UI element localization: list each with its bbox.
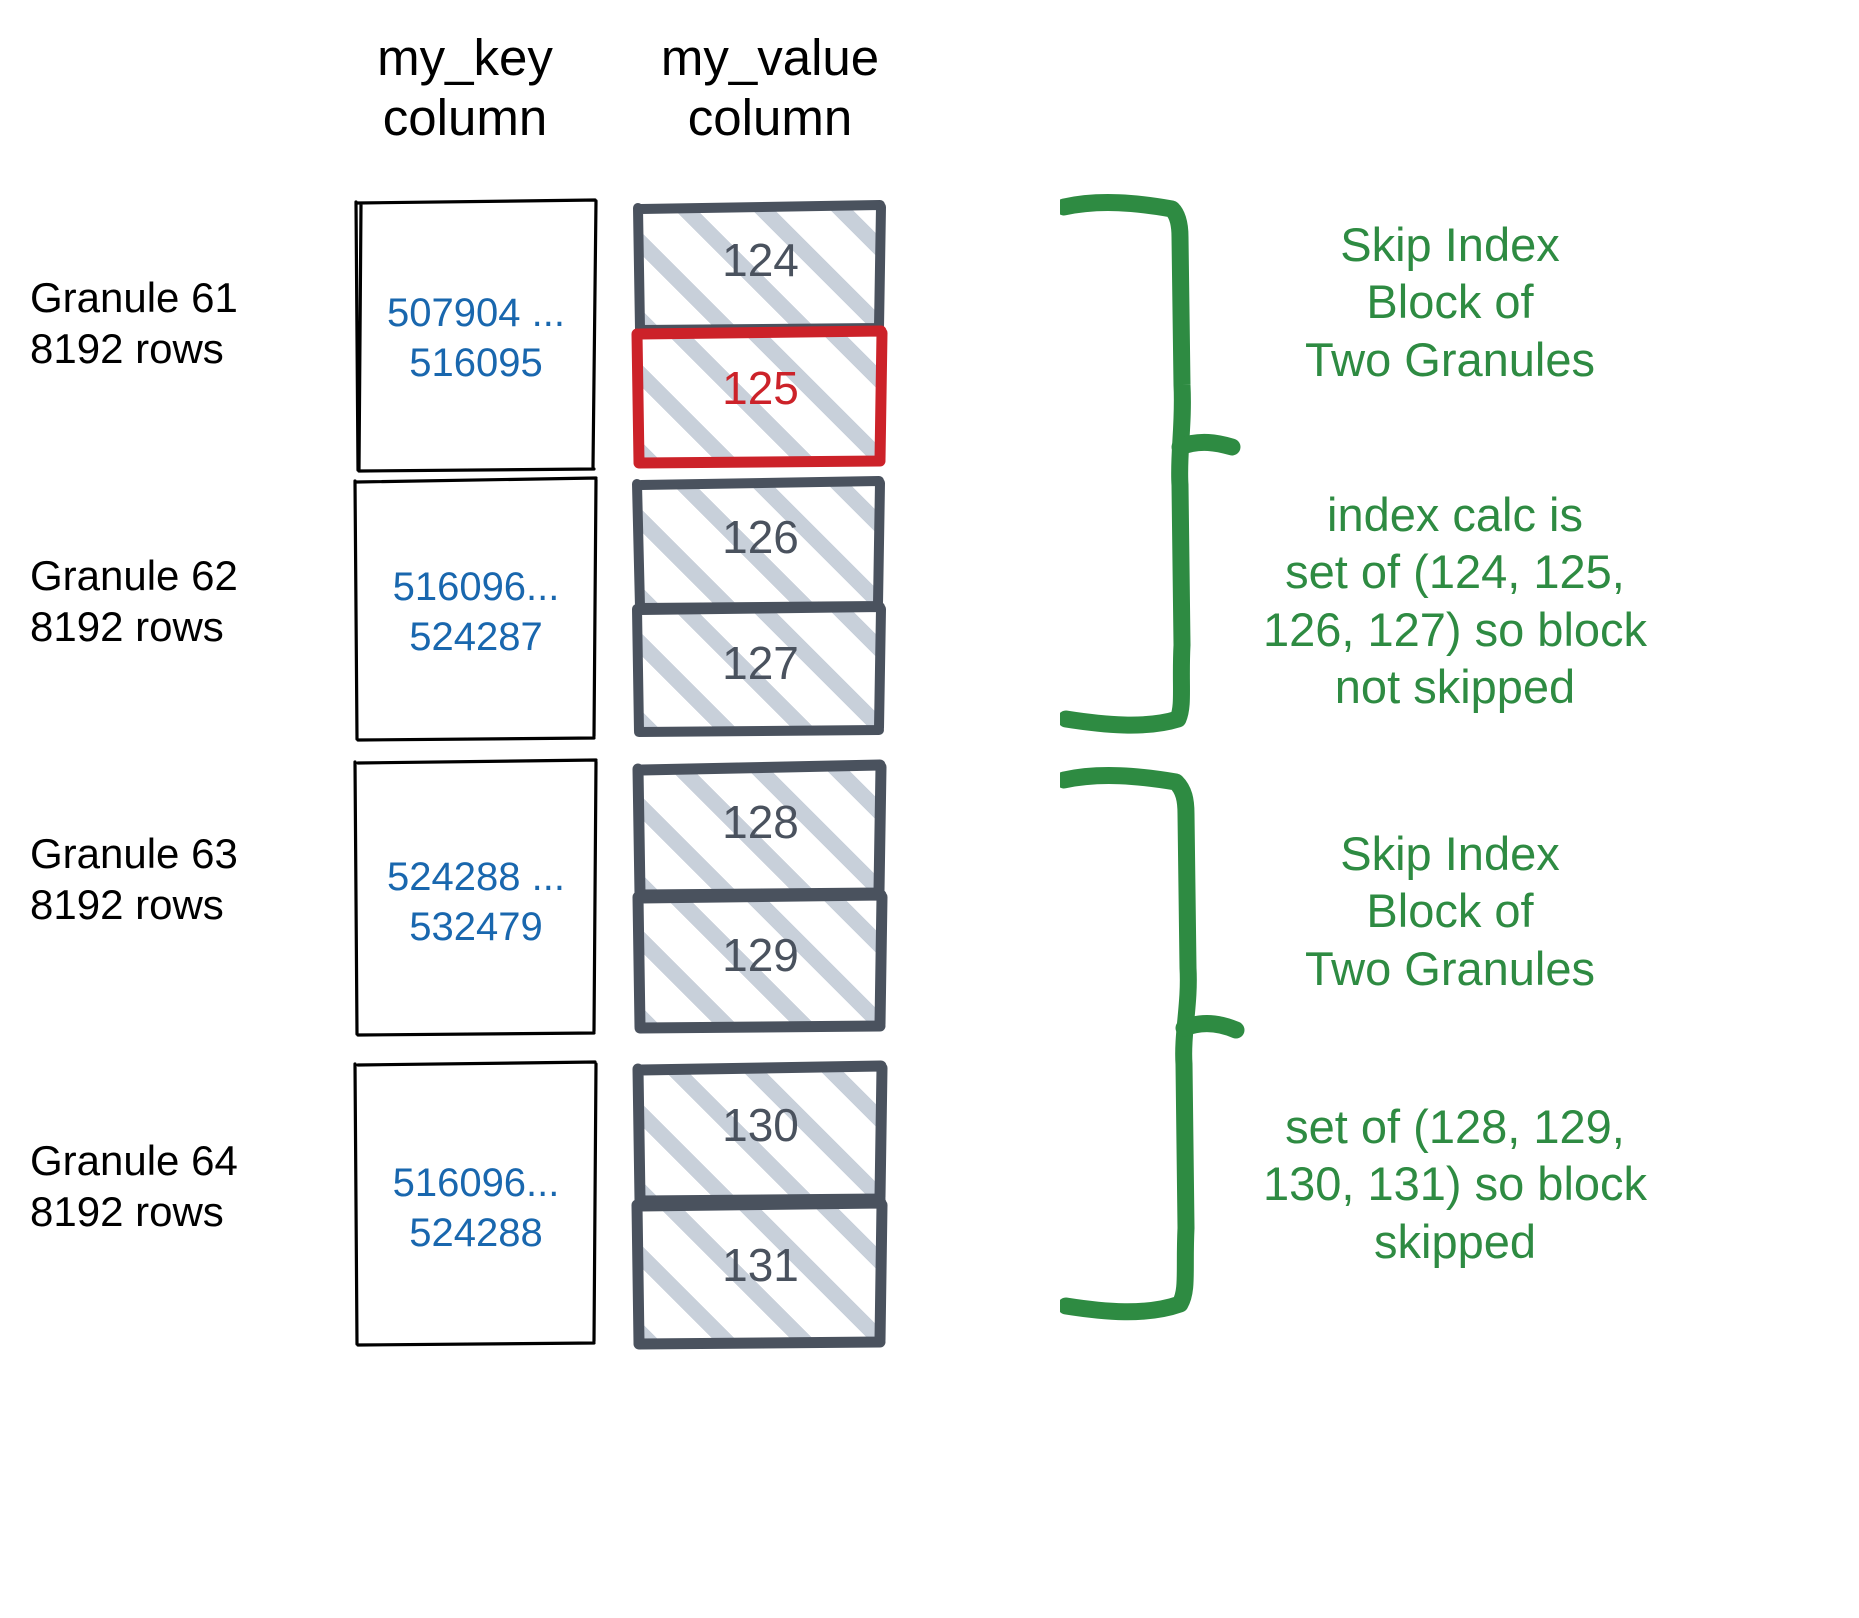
my-key-column-header: my_key column — [377, 29, 553, 146]
value-text-130: 130 — [722, 1099, 799, 1151]
key-range-granule-63: 524288 ... 532479 — [387, 855, 565, 949]
key-range-granule-61: 507904 ... 516095 — [387, 291, 565, 385]
value-box-128: 128 — [632, 759, 887, 901]
value-box-130: 130 — [632, 1060, 888, 1207]
value-box-127: 127 — [632, 602, 886, 737]
value-text-131: 131 — [722, 1239, 799, 1291]
annotation-skip-index-block-top: Skip Index Block of Two Granules — [1305, 218, 1595, 386]
value-text-129: 129 — [722, 929, 799, 981]
annotation-index-calc-not-skipped: index calc is set of (124, 125, 126, 127… — [1262, 488, 1648, 713]
annotation-set-skipped: set of (128, 129, 130, 131) so block ski… — [1262, 1100, 1648, 1268]
key-box-granule-62: 516096... 524287 — [353, 476, 598, 742]
value-box-131: 131 — [631, 1197, 888, 1350]
value-box-124: 124 — [633, 200, 886, 335]
key-box-granule-64: 516096... 524288 — [353, 1060, 598, 1347]
key-range-granule-64: 516096... 524288 — [392, 1161, 560, 1255]
value-text-127: 127 — [722, 637, 799, 689]
key-range-granule-62: 516096... 524287 — [392, 565, 560, 659]
value-text-126: 126 — [722, 511, 799, 563]
granule-label-61: Granule 61 8192 rows — [30, 274, 238, 373]
my-value-column-header: my_value column — [660, 29, 880, 146]
granule-label-62: Granule 62 8192 rows — [30, 552, 238, 651]
value-box-129: 129 — [632, 889, 888, 1034]
value-text-128: 128 — [722, 796, 799, 848]
value-text-124: 124 — [722, 234, 799, 286]
value-box-126: 126 — [632, 476, 885, 613]
annotation-skip-index-block-bottom: Skip Index Block of Two Granules — [1305, 827, 1595, 995]
granule-label-64: Granule 64 8192 rows — [30, 1137, 238, 1236]
key-box-granule-61: 507904 ... 516095 — [354, 198, 598, 473]
key-box-granule-63: 524288 ... 532479 — [353, 758, 598, 1037]
value-box-125-highlighted: 125 — [631, 325, 888, 469]
granule-label-63: Granule 63 8192 rows — [30, 830, 238, 929]
value-text-125: 125 — [722, 362, 799, 414]
